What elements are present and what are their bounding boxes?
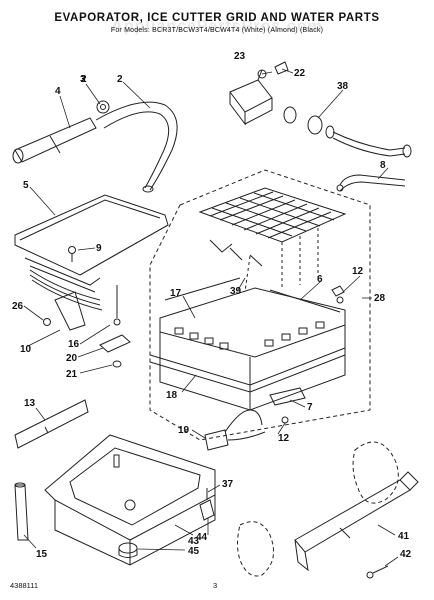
callout-43: 43 (188, 536, 200, 547)
callout-16: 16 (68, 339, 80, 350)
callout-17: 17 (170, 288, 182, 299)
callout-labels: 2 3 2 (81, 74, 87, 85)
ice-bin-base-part (44, 434, 216, 566)
bracket-part (43, 291, 86, 331)
hose-part (14, 482, 29, 541)
callout-4: 4 (55, 86, 61, 97)
callout-7: 7 (307, 402, 313, 413)
callout-39: 39 (230, 286, 242, 297)
watermark: AppliancePartsPros.com (111, 18, 323, 35)
callout-42: 42 (400, 549, 412, 560)
clamp-part (118, 542, 138, 558)
assembly-outline (149, 169, 371, 441)
fill-tube-part (283, 106, 412, 158)
rail-screw-part (366, 565, 389, 579)
callout-21: 21 (66, 369, 78, 380)
callout-44: 44 (196, 532, 208, 543)
callout-15: 15 (36, 549, 48, 560)
callout-3: 3 (80, 74, 86, 85)
screw-part (68, 246, 76, 262)
nut-part (96, 100, 110, 114)
callout-2: 2 (117, 74, 123, 85)
part-number-footer: 4388111 (10, 581, 39, 590)
callout-label: 2 (81, 74, 87, 85)
callout-41: 41 (398, 531, 410, 542)
callout-6: 6 (317, 274, 323, 285)
callout-23: 23 (234, 51, 246, 62)
callout-13: 13 (24, 398, 36, 409)
drain-tray-part (14, 194, 169, 293)
clip-part (99, 285, 131, 368)
callout-12-upper: 12 (352, 266, 364, 277)
cutter-grid-frame-part (149, 277, 346, 411)
heater-tube-part (336, 174, 406, 192)
callout-20: 20 (66, 353, 78, 364)
water-tube-part (12, 117, 97, 164)
callout-9: 9 (96, 243, 102, 254)
fitting-part (199, 488, 215, 521)
page-number: 3 (213, 581, 218, 590)
evaporator-coil-part (198, 187, 347, 267)
leader-lines (23, 68, 399, 567)
callout-22: 22 (294, 68, 306, 79)
callout-8: 8 (380, 160, 386, 171)
wire-connector-part (204, 409, 266, 451)
callout-5: 5 (23, 180, 29, 191)
model-numbers: For Models: BCR3T/BCW3T4/BCW4T4 (White) … (110, 27, 324, 34)
callout-10: 10 (20, 344, 32, 355)
cabinet-outline (237, 441, 399, 577)
side-bracket-part (14, 399, 89, 449)
water-valve-part (229, 61, 289, 126)
small-clip-part (331, 285, 345, 297)
callout-38: 38 (337, 81, 349, 92)
callout-18: 18 (166, 390, 178, 401)
callout-19: 19 (178, 425, 190, 436)
callout-28: 28 (374, 293, 386, 304)
page-title: EVAPORATOR, ICE CUTTER GRID AND WATER PA… (54, 12, 380, 24)
callout-37: 37 (222, 479, 234, 490)
callout-12-lower: 12 (278, 433, 290, 444)
wire-harness-part (29, 269, 103, 311)
assembly-guide-lines (244, 228, 319, 293)
callout-45: 45 (188, 546, 200, 557)
drain-hose-part (95, 101, 178, 193)
callout-26: 26 (12, 301, 24, 312)
